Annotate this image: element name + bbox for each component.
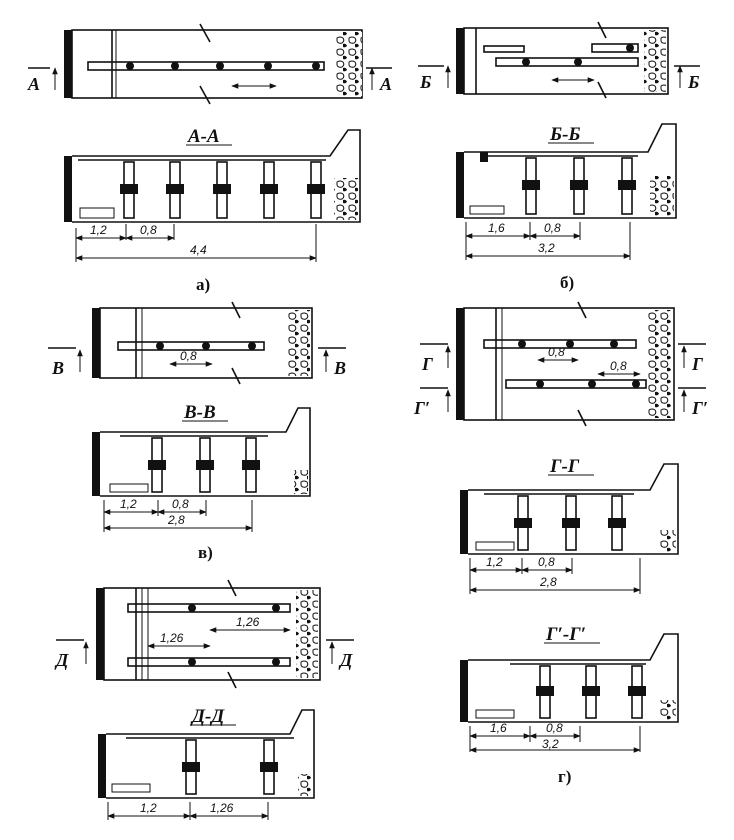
panel-v-section: В-В 1,2 0,8 2,8 в) — [92, 402, 311, 562]
panel-g2-dim-1: 1,6 — [490, 721, 507, 735]
panel-b-caption: б) — [560, 273, 574, 292]
panel-v-dim-2: 0,8 — [172, 497, 189, 511]
panel-d-dim-2: 1,26 — [210, 801, 234, 815]
panel-b-dim-total: 3,2 — [538, 241, 555, 255]
panel-a-section: А-А 1,2 0,8 4,4 а) — [64, 126, 361, 294]
panel-g2-dim-2: 0,8 — [546, 721, 563, 735]
panel-b-section: Б-Б 1,6 0,8 3,2 б) — [456, 123, 677, 292]
panel-a-dim-1: 1,2 — [90, 223, 107, 237]
panel-d-section: Д-Д 1,2 1,26 — [98, 706, 315, 820]
panel-g-plan-mark2-left: Г′ — [413, 398, 430, 418]
panel-b-dim-2: 0,8 — [544, 221, 561, 235]
panel-v-dim-total: 2,8 — [167, 513, 185, 527]
panel-v-section-title: В-В — [183, 402, 216, 423]
panel-d-section-title: Д-Д — [190, 706, 225, 727]
panel-d-plan: 1,26 1,26 Д Д — [54, 579, 354, 689]
panel-d-dim-1: 1,2 — [140, 801, 157, 815]
panel-b-plan-mark-right: Б — [687, 72, 699, 92]
panel-g2-dim-total: 3,2 — [542, 737, 559, 751]
panel-g-plan-dim-1: 0,8 — [548, 345, 565, 359]
panel-v-plan: 0,8 В В — [48, 301, 346, 385]
panel-v-plan-dim: 0,8 — [180, 349, 197, 363]
panel-a-dim-total: 4,4 — [190, 243, 207, 257]
panel-g-plan-mark2-right: Г′ — [691, 398, 708, 418]
panel-g-caption: г) — [558, 767, 571, 786]
panel-g-section-title: Г-Г — [549, 456, 580, 477]
panel-a-plan-mark-right: А — [379, 74, 392, 94]
panel-g-plan-mark-left: Г — [421, 354, 433, 374]
panel-a-plan: А А — [27, 23, 392, 105]
panel-g-dim-total: 2,8 — [539, 575, 557, 589]
panel-d-plan-mark-left: Д — [54, 650, 69, 670]
panel-b-section-title: Б-Б — [549, 124, 580, 145]
panel-g-section2-title: Г′-Г′ — [545, 624, 586, 645]
panel-v-plan-mark-left: В — [51, 358, 64, 378]
panel-b-plan: Б Б — [418, 21, 700, 99]
panel-d-plan-mark-right: Д — [338, 650, 353, 670]
panel-g-plan: 0,8 0,8 Г Г′ Г Г′ — [413, 301, 708, 427]
panel-b-plan-mark-left: Б — [419, 72, 431, 92]
panel-a-dim-2: 0,8 — [140, 223, 157, 237]
panel-v-dim-1: 1,2 — [120, 497, 137, 511]
panel-g-section-2: Г′-Г′ 1,6 0,8 3,2 г) — [460, 624, 679, 786]
panel-v-caption: в) — [198, 543, 213, 562]
panel-d-plan-dim-1: 1,26 — [236, 615, 260, 629]
panel-a-caption: а) — [196, 275, 210, 294]
panel-a-section-title: А-А — [187, 126, 220, 147]
panel-a-plan-mark-left: А — [27, 74, 40, 94]
panel-g-plan-dim-2: 0,8 — [610, 359, 627, 373]
panel-g-section: Г-Г 1,2 0,8 2,8 — [460, 456, 679, 594]
panel-g-dim-2: 0,8 — [538, 555, 555, 569]
panel-v-plan-mark-right: В — [333, 358, 346, 378]
panel-g-plan-mark-right: Г — [691, 354, 703, 374]
panel-b-dim-1: 1,6 — [488, 221, 505, 235]
panel-d-plan-dim-2: 1,26 — [160, 631, 184, 645]
panel-g-dim-1: 1,2 — [486, 555, 503, 569]
